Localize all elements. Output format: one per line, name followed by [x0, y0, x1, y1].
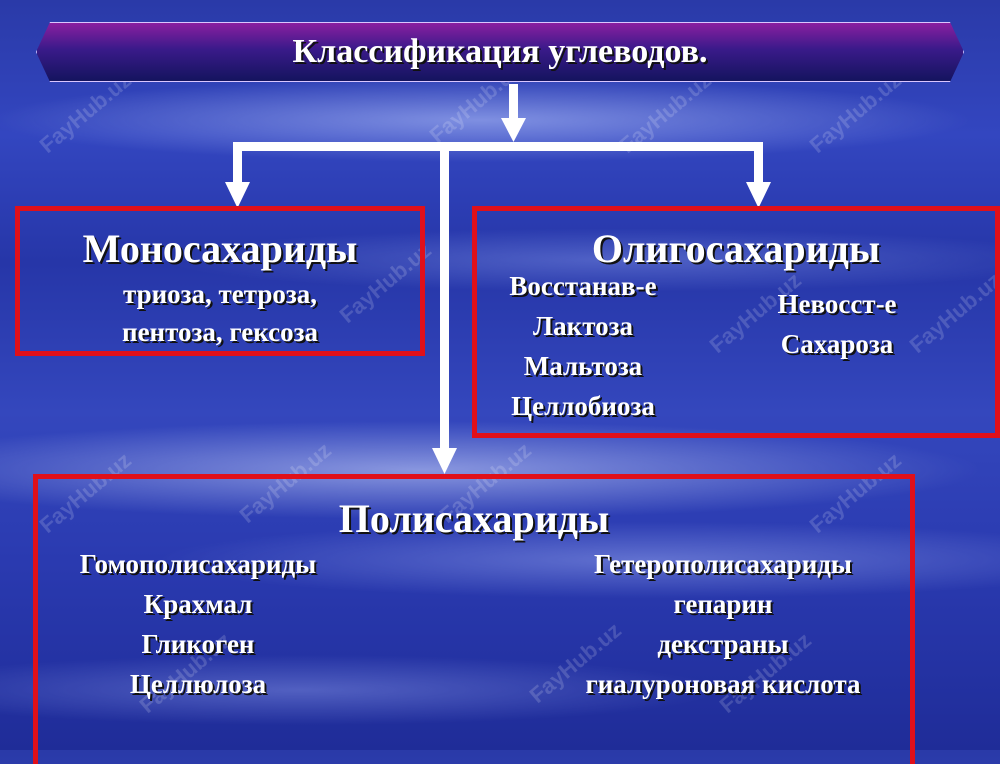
left-stem [233, 142, 242, 184]
monosaccharides-box: Моносахариды триоза, тетроза, пентоза, г… [15, 206, 425, 356]
poly-homo-item: Гомополисахариды [79, 549, 317, 579]
poly-homo-item: Крахмал [143, 589, 253, 619]
oligo-nonreducing-item: Невосст-е [777, 289, 897, 319]
middle-stem [440, 151, 449, 449]
monosaccharides-heading: Моносахариды [82, 226, 358, 271]
monosaccharides-line: пентоза, гексоза [122, 317, 318, 347]
arrow-head-middle [432, 448, 457, 474]
bracket-horizontal [233, 142, 763, 151]
oligosaccharides-box: Олигосахариды Восстанав-е Лактоза Мальто… [472, 206, 1000, 438]
poly-homo-item: Целлюлоза [129, 669, 267, 699]
poly-hetero-item: гиалуроновая кислота [585, 669, 861, 699]
arrow-head-right [746, 182, 771, 208]
oligo-reducing-item: Лактоза [533, 311, 633, 341]
oligo-reducing-item: Целлобиоза [511, 391, 655, 421]
poly-hetero-item: гепарин [673, 589, 773, 619]
oligo-reducing-item: Восстанав-е [509, 271, 657, 301]
oligo-nonreducing-item: Сахароза [780, 329, 894, 359]
arrow-head-top [501, 118, 526, 142]
oligo-reducing-item: Мальтоза [523, 351, 643, 381]
page-title: Классификация углеводов. [292, 33, 708, 70]
right-stem [754, 142, 763, 184]
monosaccharides-line: триоза, тетроза, [123, 279, 317, 309]
poly-hetero-item: Гетерополисахариды [593, 549, 853, 579]
title-stem [509, 84, 518, 130]
arrow-head-left [225, 182, 250, 208]
oligosaccharides-heading: Олигосахариды [591, 226, 881, 271]
poly-hetero-item: декстраны [657, 629, 789, 659]
polysaccharides-box: Полисахариды Гомополисахариды Крахмал Гл… [33, 474, 915, 764]
title-bar: Классификация углеводов. [36, 22, 964, 82]
poly-homo-item: Гликоген [141, 629, 255, 659]
polysaccharides-heading: Полисахариды [338, 496, 610, 541]
